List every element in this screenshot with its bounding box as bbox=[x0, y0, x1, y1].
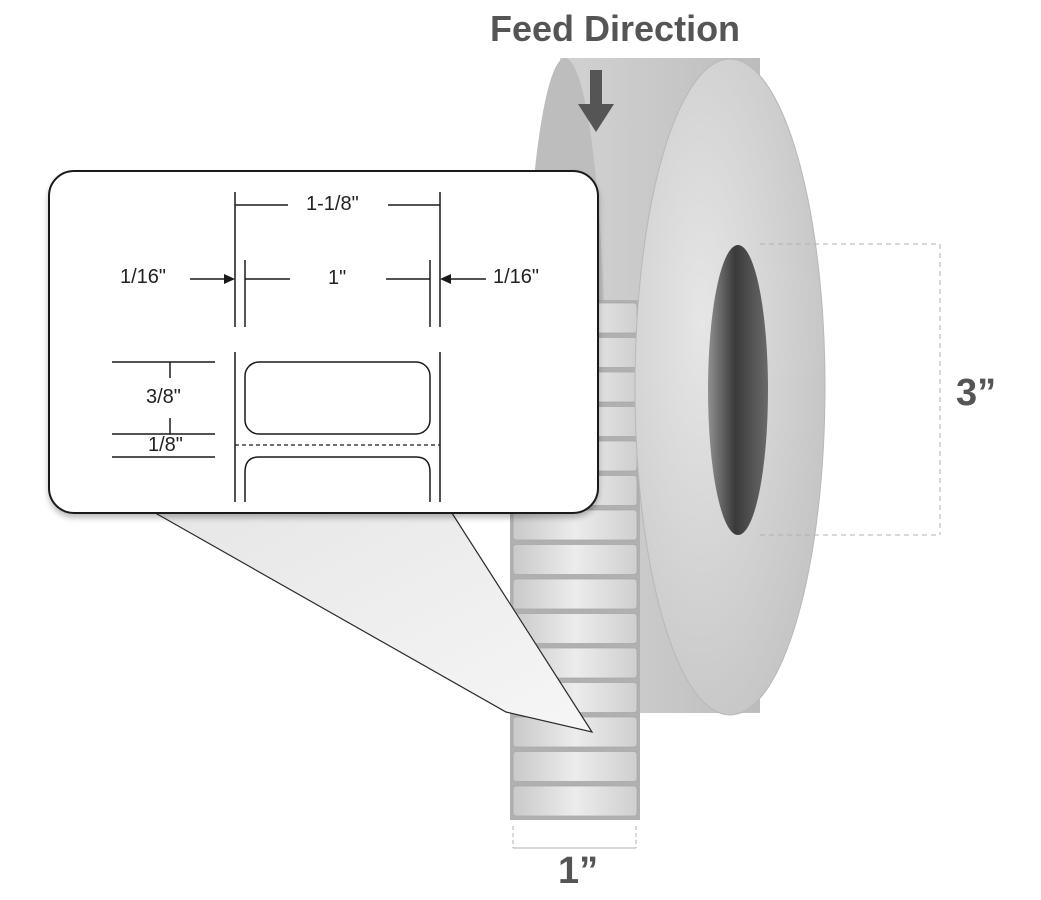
strip-label bbox=[512, 751, 638, 782]
left-margin-arrow-icon bbox=[224, 274, 235, 284]
strip-label bbox=[512, 785, 638, 817]
callout-label-1 bbox=[244, 361, 431, 435]
label-width-label: 1” bbox=[558, 850, 599, 892]
core-diameter-bracket bbox=[760, 243, 941, 536]
feed-direction-arrow-icon bbox=[578, 70, 614, 132]
label-height-label: 3/8" bbox=[146, 386, 181, 408]
label-width-inner-label: 1" bbox=[328, 267, 347, 289]
strip-label bbox=[512, 509, 638, 541]
overall-width-label: 1-1/8" bbox=[306, 193, 359, 215]
label-width-bracket bbox=[512, 826, 637, 849]
callout-box: 1-1/8" 1/16" 1" 1/16" 3/8" 1/8" bbox=[48, 170, 599, 514]
callout-dimension-drawing bbox=[112, 192, 486, 502]
feed-direction-title: Feed Direction bbox=[490, 8, 741, 49]
left-margin-label: 1/16" bbox=[120, 266, 167, 288]
right-margin-label: 1/16" bbox=[493, 266, 540, 288]
roll-front-face bbox=[634, 58, 826, 716]
core-hole bbox=[708, 245, 768, 535]
strip-label bbox=[512, 578, 638, 610]
gap-label: 1/8" bbox=[148, 434, 183, 456]
right-margin-arrow-icon bbox=[440, 274, 451, 284]
callout-label-2 bbox=[244, 456, 431, 502]
core-diameter-label: 3” bbox=[956, 372, 997, 414]
strip-label bbox=[512, 544, 638, 575]
